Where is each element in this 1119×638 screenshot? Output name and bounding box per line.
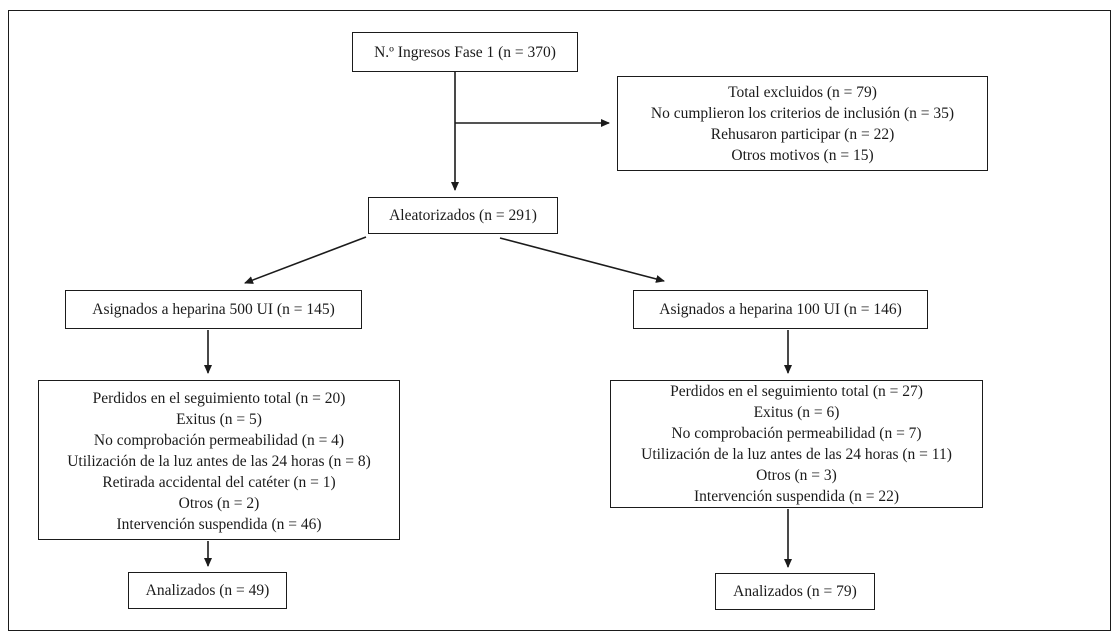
excluded-refused: Rehusaron participar (n = 22) (710, 125, 895, 143)
box-label: Analizados (n = 49) (145, 582, 270, 599)
lost-utilizacion-luz: Utilización de la luz antes de las 24 ho… (641, 446, 952, 463)
arrow-aleatorizados-to-heparina500 (244, 236, 367, 284)
lost-exitus: Exitus (n = 6) (753, 404, 840, 421)
lost-otros: Otros (n = 2) (178, 495, 260, 512)
diagram-border (8, 10, 1111, 631)
box-heparina-500: Asignados a heparina 500 UI (n = 145) (65, 290, 362, 329)
lost-total: Perdidos en el seguimiento total (n = 27… (670, 383, 923, 400)
box-perdidos-derecha: Perdidos en el seguimiento total (n = 27… (610, 380, 983, 508)
lost-utilizacion-luz: Utilización de la luz antes de las 24 ho… (67, 453, 371, 470)
lost-otros: Otros (n = 3) (756, 467, 837, 484)
box-heparina-100: Asignados a heparina 100 UI (n = 146) (633, 290, 928, 329)
box-excluidos: Total excluidos (n = 79) No cumplieron l… (617, 76, 988, 171)
excluded-criteria: No cumplieron los criterios de inclusión… (650, 104, 955, 122)
arrow-aleatorizados-to-heparina100 (499, 237, 665, 283)
box-label: N.º Ingresos Fase 1 (n = 370) (374, 43, 556, 61)
lost-total: Perdidos en el seguimiento total (n = 20… (92, 390, 346, 407)
box-ingresos-fase1: N.º Ingresos Fase 1 (n = 370) (352, 32, 578, 72)
lost-intervencion: Intervención suspendida (n = 46) (116, 516, 322, 533)
box-label: Analizados (n = 79) (733, 583, 857, 600)
lost-no-comprobacion: No comprobación permeabilidad (n = 4) (93, 432, 345, 449)
box-analizados-derecha: Analizados (n = 79) (715, 573, 875, 610)
box-aleatorizados: Aleatorizados (n = 291) (368, 197, 558, 234)
box-analizados-izquierda: Analizados (n = 49) (128, 572, 287, 609)
box-label: Aleatorizados (n = 291) (389, 207, 537, 224)
box-label: Asignados a heparina 500 UI (n = 145) (92, 301, 335, 318)
lost-intervencion: Intervención suspendida (n = 22) (693, 488, 900, 505)
lost-exitus: Exitus (n = 5) (176, 411, 262, 428)
lost-retirada: Retirada accidental del catéter (n = 1) (102, 474, 336, 491)
excluded-other: Otros motivos (n = 15) (731, 146, 874, 164)
lost-no-comprobacion: No comprobación permeabilidad (n = 7) (671, 425, 922, 442)
box-label: Asignados a heparina 100 UI (n = 146) (659, 301, 902, 318)
box-perdidos-izquierda: Perdidos en el seguimiento total (n = 20… (38, 380, 400, 540)
excluded-total: Total excluidos (n = 79) (728, 83, 877, 101)
